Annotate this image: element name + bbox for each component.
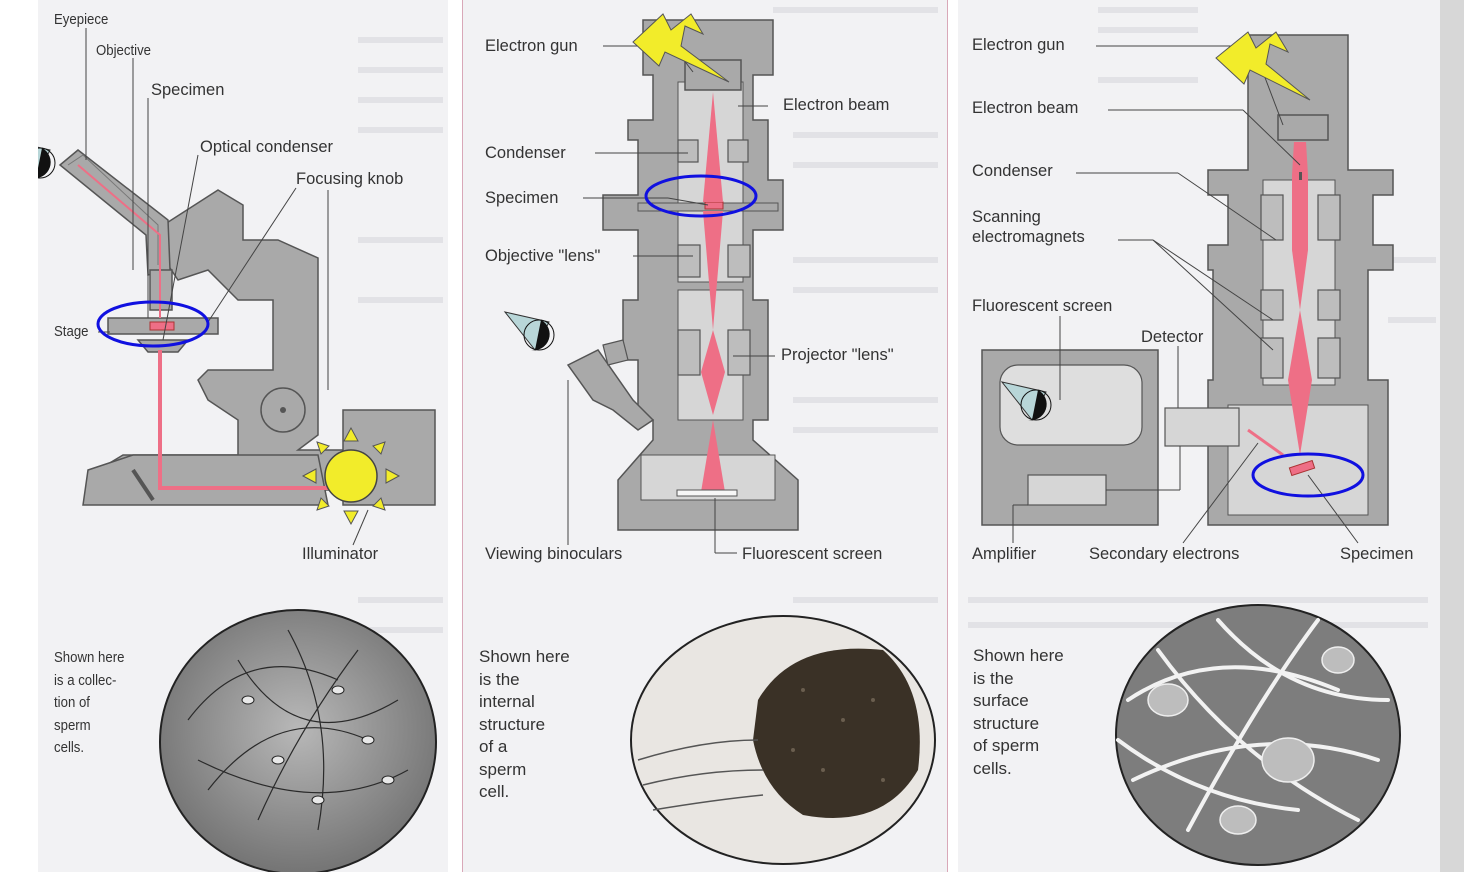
condenser-label: Condenser xyxy=(485,144,566,162)
scanning-electromagnets-label-line2: electromagnets xyxy=(972,228,1085,246)
eyepiece-label: Eyepiece xyxy=(54,11,109,28)
eye-icon xyxy=(1000,381,1052,421)
secondary-electrons-label: Secondary electrons xyxy=(1089,545,1240,563)
objective-lens-label: Objective "lens" xyxy=(485,247,601,265)
detector-label: Detector xyxy=(1141,328,1204,346)
electron-beam xyxy=(703,92,723,202)
eye-icon xyxy=(38,146,56,179)
lightning-icon xyxy=(632,13,730,83)
specimen-label: Specimen xyxy=(485,189,559,207)
eye-icon xyxy=(503,311,555,351)
sem-caption: Shown here is the surface structure of s… xyxy=(973,646,1064,778)
light-microscope-panel: Eyepiece Objective Specimen Optical cond… xyxy=(38,0,448,872)
specimen-label: Specimen xyxy=(151,81,225,99)
electron-beam-label: Electron beam xyxy=(783,96,890,114)
electron-gun-label: Electron gun xyxy=(972,36,1065,54)
transmission-em-panel: Electron gun Electron beam Condenser Spe… xyxy=(462,0,948,872)
light-microscope-drawing xyxy=(38,28,443,872)
scanning-em-drawing xyxy=(968,7,1436,866)
optical-condenser-label: Optical condenser xyxy=(200,138,333,156)
projector-lens-label: Projector "lens" xyxy=(781,346,894,364)
illuminator-label: Illuminator xyxy=(302,545,379,563)
sun-icon xyxy=(301,426,401,526)
fluorescent-screen-label: Fluorescent screen xyxy=(972,297,1113,315)
light-path xyxy=(158,350,328,490)
light-microscope-caption: Shown here is a collec- tion of sperm ce… xyxy=(54,649,125,756)
specimen-highlight-ellipse xyxy=(1251,452,1365,498)
objective-label: Objective xyxy=(96,42,152,59)
focusing-knob-label: Focusing knob xyxy=(296,170,404,188)
scanning-electromagnets-label-line1: Scanning xyxy=(972,208,1041,226)
stage-highlight-ellipse xyxy=(96,300,210,348)
specimen-label: Specimen xyxy=(1340,545,1414,563)
condenser-label: Condenser xyxy=(972,162,1053,180)
sperm-cells-sem-micrograph xyxy=(1115,604,1401,866)
stage-label: Stage xyxy=(54,323,89,340)
scrollbar[interactable] xyxy=(1440,0,1464,872)
specimen-highlight-ellipse xyxy=(644,174,758,218)
lightning-icon xyxy=(1215,31,1311,101)
tem-caption: Shown here is the internal structure of … xyxy=(479,647,570,801)
transmission-em-drawing xyxy=(503,7,938,865)
amplifier-label: Amplifier xyxy=(972,545,1037,563)
microscope-base xyxy=(82,454,329,506)
electron-beam-label: Electron beam xyxy=(972,99,1079,117)
fluorescent-screen-label: Fluorescent screen xyxy=(742,545,883,563)
detector-box xyxy=(1164,407,1240,447)
eyepiece-tube xyxy=(58,149,171,276)
electron-gun-label: Electron gun xyxy=(485,37,578,55)
scanning-em-panel: Electron gun Electron beam Condenser Sca… xyxy=(958,0,1440,872)
viewing-binoculars xyxy=(566,349,655,431)
viewing-binoculars-label: Viewing binoculars xyxy=(485,545,623,563)
electron-beam xyxy=(1292,142,1308,310)
